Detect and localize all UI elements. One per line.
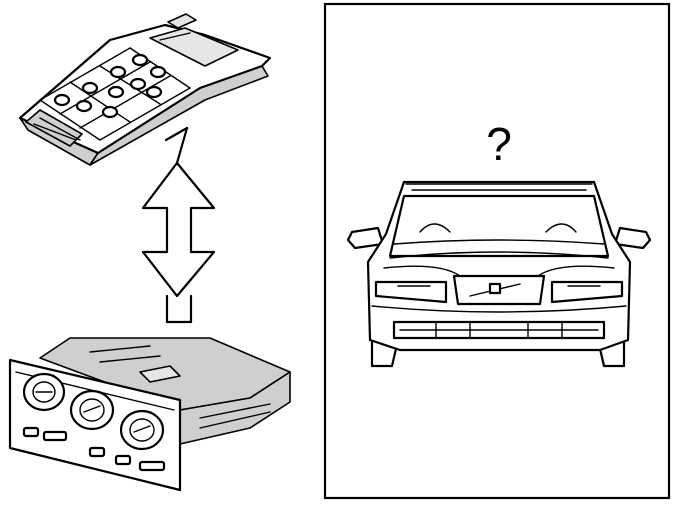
bidirectional-arrow-icon bbox=[141, 126, 216, 324]
temperature-knob-icon bbox=[22, 372, 66, 412]
climate-control-module-icon bbox=[8, 337, 291, 492]
fan-knob-icon bbox=[69, 389, 115, 431]
unknown-question-mark: ? bbox=[486, 118, 512, 170]
car-front-icon bbox=[346, 180, 652, 368]
air-distribution-knob-icon bbox=[119, 409, 165, 451]
vehicle-frame bbox=[323, 2, 671, 500]
diagnostic-tester-icon bbox=[18, 13, 272, 166]
